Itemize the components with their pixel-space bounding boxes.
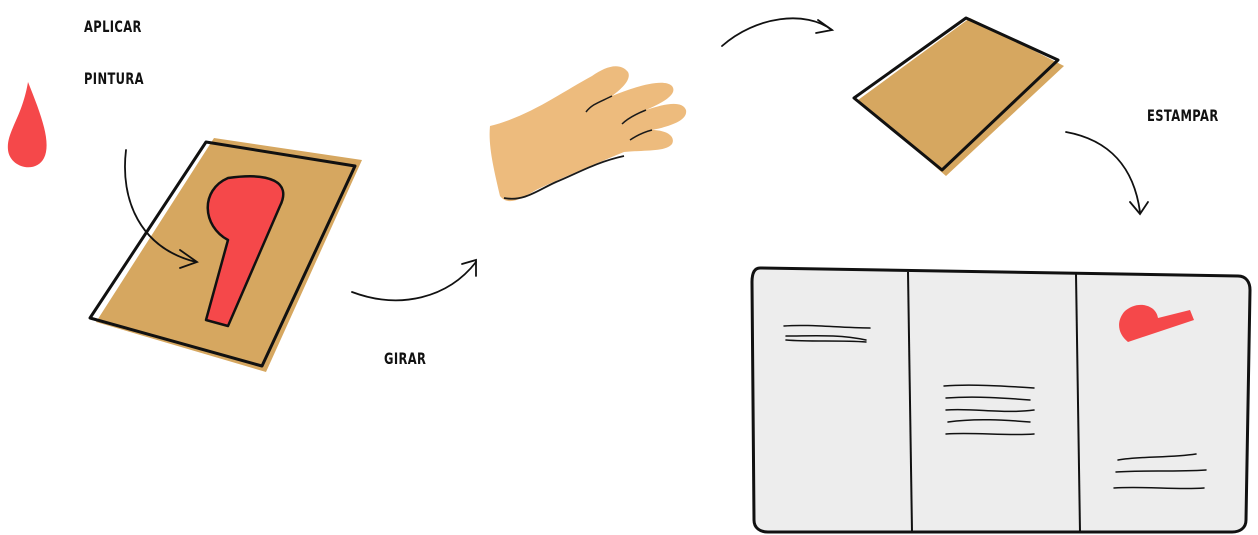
printed-sheet-icon xyxy=(752,268,1250,532)
apply-paint-label-line2: PINTURA xyxy=(84,66,144,92)
apply-paint-label-line1: APLICAR xyxy=(84,14,142,40)
rotate-arrow xyxy=(352,260,476,300)
flip-arrow xyxy=(722,18,832,46)
paint-drop-icon xyxy=(8,82,47,167)
flipped-board-icon xyxy=(854,18,1064,176)
stamp-label: ESTAMPAR xyxy=(1147,103,1219,129)
rotate-label: GIRAR xyxy=(384,346,426,372)
stamp-arrow xyxy=(1066,132,1148,214)
hand-icon xyxy=(490,66,687,201)
stamp-board-icon xyxy=(90,138,362,372)
